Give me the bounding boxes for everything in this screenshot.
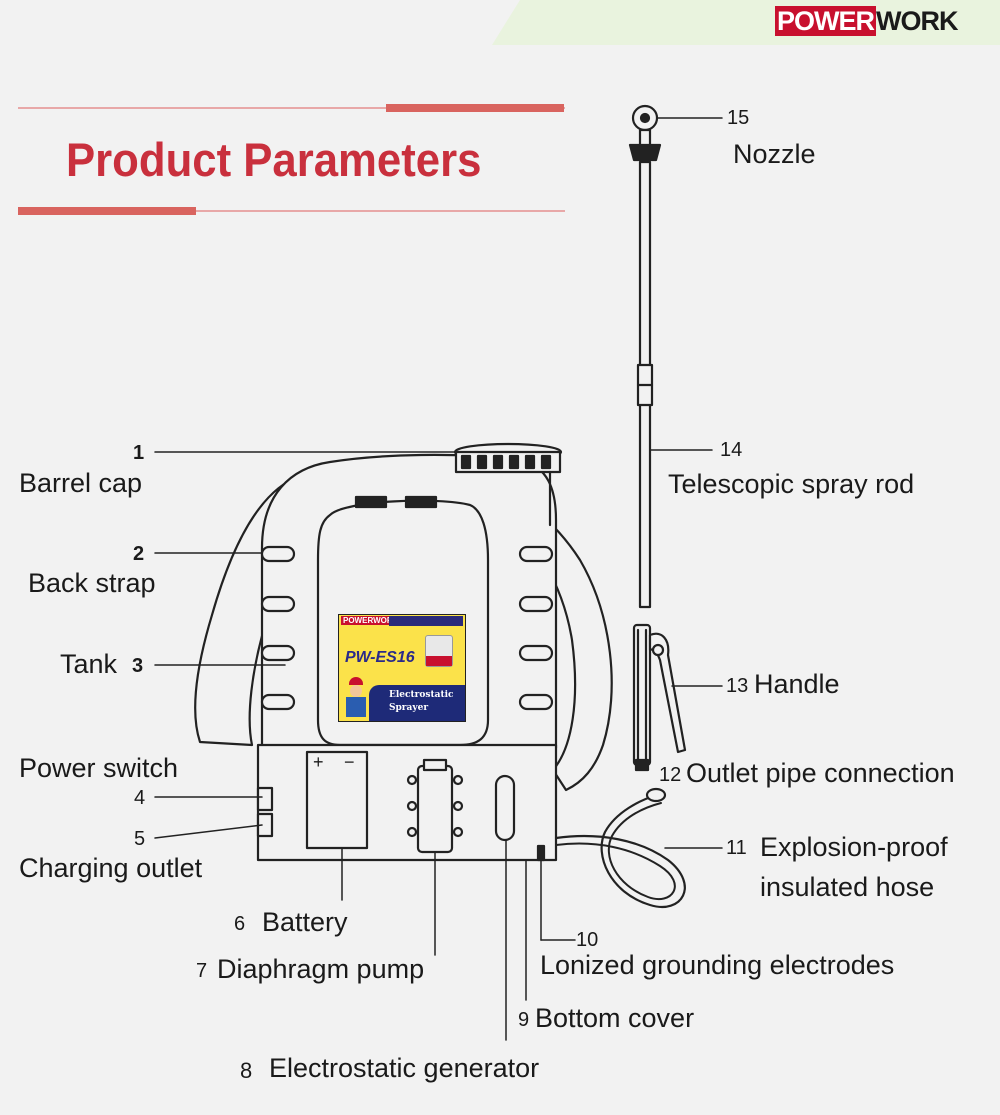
telescopic-spray-rod xyxy=(636,160,654,609)
part-7-number: 7 xyxy=(196,960,208,982)
part-11-name-line2: insulated hose xyxy=(760,872,935,902)
part-13-name: Handle xyxy=(754,669,840,699)
part-4-number: 4 xyxy=(134,787,146,809)
part-15-number: 15 xyxy=(727,107,750,129)
product-label-sprayer-image xyxy=(425,635,453,667)
leader-lines xyxy=(154,117,723,1041)
brand-logo-part1: POWER xyxy=(775,6,877,36)
product-label-panel: POWERWORK PW-ES16 Electrostatic Sprayer xyxy=(338,614,466,722)
part-12-name: Outlet pipe connection xyxy=(686,758,955,788)
part-14-number: 14 xyxy=(720,439,743,461)
part-13-number: 13 xyxy=(726,675,749,697)
part-11-number: 11 xyxy=(726,837,747,859)
product-label-mascot xyxy=(343,677,369,717)
part-8-number: 8 xyxy=(240,1058,253,1083)
barrel-cap xyxy=(453,442,563,527)
grounding-electrode xyxy=(536,844,546,862)
insulated-hose xyxy=(554,793,686,908)
product-label-logo: POWERWORK xyxy=(341,616,401,625)
part-11-name-line1: Explosion-proof xyxy=(760,832,948,862)
part-7-name: Diaphragm pump xyxy=(217,954,425,984)
brand-logo: POWERWORK xyxy=(775,6,959,37)
part-4-name: Power switch xyxy=(19,753,179,783)
part-5-name: Charging outlet xyxy=(19,853,203,883)
handle xyxy=(632,623,687,772)
strap-loops-left xyxy=(260,545,296,711)
power-switch xyxy=(256,786,274,812)
part-2-name: Back strap xyxy=(28,568,156,598)
page-title: Product Parameters xyxy=(66,133,482,186)
strap-loops-right xyxy=(518,545,554,711)
part-14-name: Telescopic spray rod xyxy=(668,469,915,499)
part-2-number: 2 xyxy=(133,543,145,565)
part-6-number: 6 xyxy=(234,913,246,935)
part-9-name: Bottom cover xyxy=(535,1003,695,1033)
part-6-name: Battery xyxy=(262,907,348,937)
part-10-name: Lonized grounding electrodes xyxy=(540,950,895,980)
part-3-name: Tank xyxy=(60,649,118,679)
part-15-name: Nozzle xyxy=(733,139,816,169)
battery xyxy=(305,750,369,850)
electrostatic-generator xyxy=(494,774,516,842)
product-label-header-band xyxy=(389,616,463,626)
part-8-name: Electrostatic generator xyxy=(269,1053,540,1083)
part-1-number: 1 xyxy=(133,442,145,464)
part-12-number: 12 xyxy=(659,764,682,786)
part-3-number: 3 xyxy=(132,655,144,677)
brand-logo-part2: WORK xyxy=(876,6,958,36)
product-label-line2: Sprayer xyxy=(389,703,429,713)
battery-plus-sign: + xyxy=(313,752,324,772)
part-5-number: 5 xyxy=(134,828,146,850)
product-label-line1: Electrostatic xyxy=(389,690,454,700)
part-9-number: 9 xyxy=(518,1009,530,1031)
product-label-model: PW-ES16 xyxy=(345,649,415,666)
part-1-name: Barrel cap xyxy=(19,468,143,498)
part-10-number: 10 xyxy=(576,929,599,951)
nozzle xyxy=(628,104,662,162)
outlet-pipe-connection xyxy=(645,787,667,803)
battery-minus-sign: − xyxy=(344,752,355,772)
diaphragm-pump xyxy=(406,758,464,854)
product-label-name-box: Electrostatic Sprayer xyxy=(369,685,465,721)
